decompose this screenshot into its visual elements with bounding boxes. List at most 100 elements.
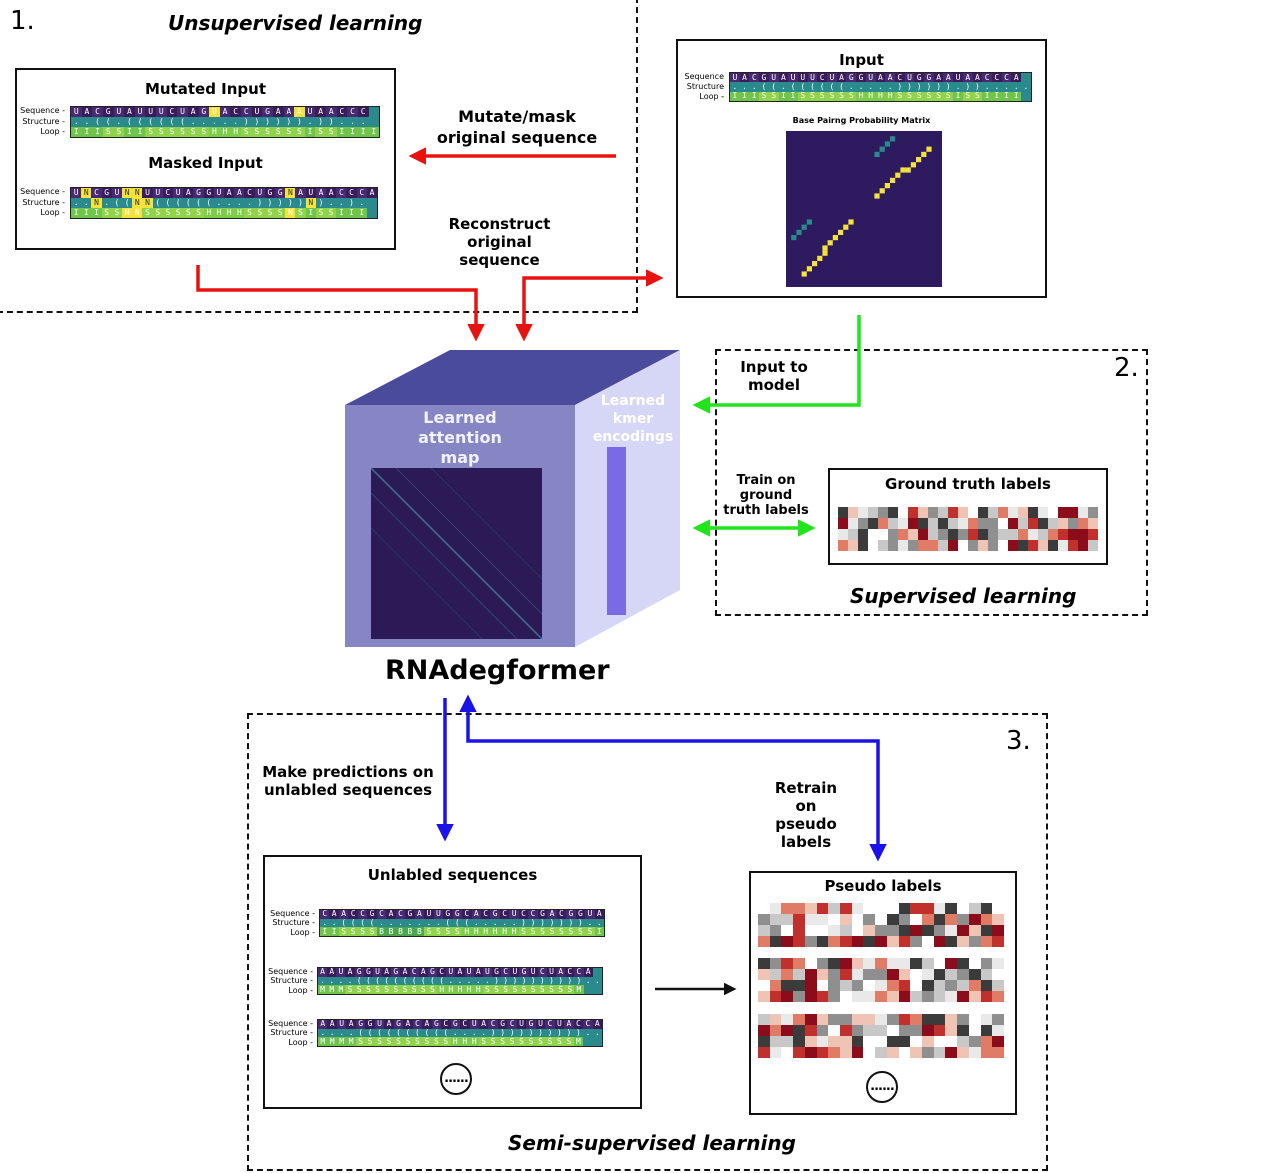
heat-cell [793, 914, 805, 925]
track-cell: . [991, 82, 1002, 92]
make-predictions-label: Make predictions on unlabled sequences [262, 763, 434, 799]
unlabeled-title: Unlabled sequences [367, 866, 538, 884]
heat-cell [1018, 529, 1028, 540]
heat-cell [998, 507, 1008, 518]
heat-cell [758, 914, 770, 925]
heat-cell [769, 925, 782, 936]
heat-cell [816, 903, 829, 914]
heat-cell [804, 980, 817, 991]
track-cell: H [446, 985, 456, 995]
track-cell: G [393, 1020, 404, 1029]
track-cell: A [778, 73, 789, 83]
track-cell: A [455, 968, 465, 977]
heat-cell [945, 980, 958, 991]
heat-cell [1088, 507, 1098, 518]
heat-cell [875, 1036, 887, 1047]
track-cell: . [336, 1028, 347, 1038]
heat-cell [816, 1047, 829, 1058]
row-label-loop: Loop - [288, 1037, 313, 1047]
row-label-sequence: Sequence - [20, 106, 65, 115]
heat-cell [769, 1047, 782, 1058]
heat-cell [933, 1014, 946, 1025]
track-cell: . [320, 918, 330, 928]
track-cell: S [424, 927, 434, 937]
track-cell: . [982, 82, 992, 92]
track-cell: . [327, 976, 337, 986]
track-cell: ) [546, 976, 557, 986]
heat-cell [816, 958, 829, 969]
track-cell: ) [285, 198, 296, 208]
heat-cell [968, 969, 981, 980]
bpp-cell [838, 229, 844, 235]
track-cell: A [943, 73, 954, 83]
track-cell: A [962, 73, 973, 83]
track-cell: . [405, 918, 415, 928]
track-cell: U [554, 1020, 565, 1029]
track-cell: S [904, 91, 915, 101]
heat-cell [922, 914, 934, 925]
heat-cell [875, 903, 887, 914]
heat-cell [1048, 540, 1058, 551]
track-cell: U [469, 1020, 479, 1029]
heat-cell [978, 529, 988, 540]
track-cell: H [509, 927, 519, 937]
heat-cell [888, 518, 898, 529]
heat-cell [910, 925, 922, 936]
track-cell: ( [102, 117, 114, 127]
track-cell: A [739, 73, 750, 83]
track-cell: S [933, 91, 944, 101]
track-cell: H [473, 985, 483, 995]
track-cell: I [730, 91, 740, 101]
heat-cell [898, 529, 908, 540]
track-cell: ) [519, 976, 529, 986]
heat-cell [863, 980, 876, 991]
heat-cell [938, 507, 948, 518]
track-cell: . [585, 918, 595, 928]
track-cell: S [173, 208, 184, 218]
heat-cell [992, 936, 1004, 947]
track-cell: A [556, 968, 566, 977]
heat-cell [758, 980, 770, 991]
heat-cell [758, 903, 770, 914]
heat-cell [868, 540, 878, 551]
track-cell: A [329, 910, 339, 919]
heat-cell [851, 1025, 864, 1036]
track-cell: . [469, 1028, 479, 1038]
track-cell: H [480, 927, 491, 937]
track-cell: G [431, 1020, 442, 1029]
track-cell: C [488, 1020, 498, 1029]
heat-cell [886, 936, 899, 947]
heat-cell [968, 518, 978, 529]
heat-cell [840, 925, 852, 936]
heat-cell [793, 980, 805, 991]
track-cell: S [113, 127, 125, 137]
train-on-label: Train on ground truth labels [723, 473, 809, 518]
heat-cell [1018, 507, 1028, 518]
heat-cell [933, 969, 946, 980]
track-cell: S [554, 1037, 565, 1047]
track-cell: ( [382, 976, 392, 986]
track-cell: A [836, 73, 847, 83]
heat-cell [793, 903, 805, 914]
heat-cell [886, 914, 899, 925]
heat-cell [980, 991, 993, 1002]
heat-cell [769, 1014, 782, 1025]
track-cell: A [318, 968, 328, 977]
track-cell: C [817, 73, 828, 83]
heat-cell [908, 540, 918, 551]
track-cell: C [749, 73, 760, 83]
track-cell: . [875, 82, 886, 92]
track-cell: I [982, 91, 992, 101]
track-cell: C [528, 910, 538, 919]
track-cell: G [526, 1020, 536, 1029]
heat-cell [1028, 507, 1038, 518]
heat-cell [898, 991, 911, 1002]
heat-cell [828, 1025, 840, 1036]
heat-cell [957, 903, 969, 914]
track-cell: U [113, 107, 125, 117]
track-row-structure: ...((.((((((.....)))))).))..... [730, 82, 1031, 92]
track-cell: ) [516, 1028, 527, 1038]
